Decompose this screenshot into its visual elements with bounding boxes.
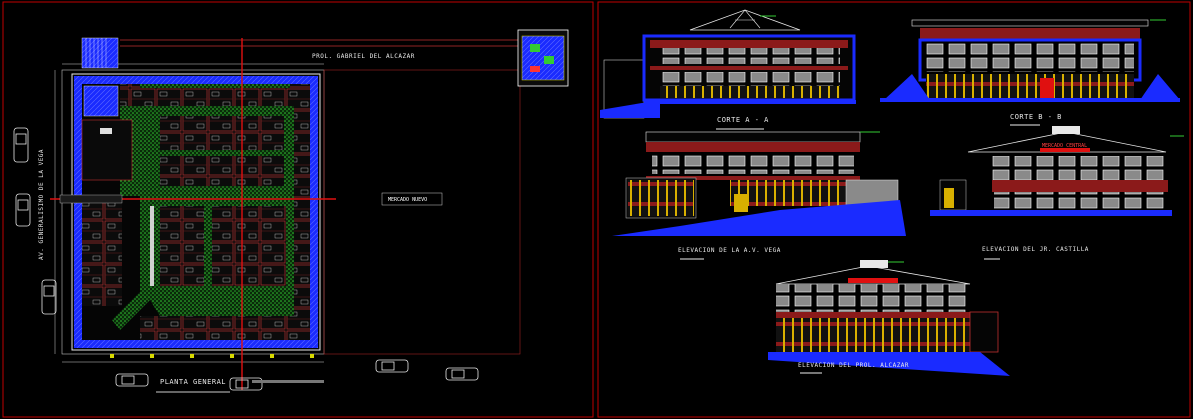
left-corner-block xyxy=(83,85,119,117)
right-sheet-frame xyxy=(597,1,1191,418)
elevation-alcazar-title: ELEVACION DEL PROL. ALCAZAR xyxy=(798,362,910,369)
stall-column-right xyxy=(294,106,310,316)
floor-plan xyxy=(13,29,569,393)
stair-block xyxy=(81,37,119,69)
vehicle-icon xyxy=(13,127,479,391)
stall-block-4 xyxy=(212,206,286,286)
section-bb-title: CORTE B - B xyxy=(1010,113,1062,121)
stall-column-left xyxy=(82,196,122,306)
street-name-top: PROL. GABRIEL DEL ALCAZAR xyxy=(312,53,415,60)
street-name-left: AV. GENERALISIMO DE LA VEGA xyxy=(38,148,45,260)
elevation-av-vega xyxy=(612,131,906,260)
elevation-jr-castilla xyxy=(930,126,1184,260)
stall-row-bottom xyxy=(140,316,310,340)
stall-block-3 xyxy=(160,206,204,286)
section-aa-title: CORTE A - A xyxy=(717,116,769,124)
stall-row-top xyxy=(120,84,310,106)
sign-board-castilla: MERCADO CENTRAL xyxy=(1042,143,1088,149)
elevation-vega-title: ELEVACION DE LA A.V. VEGA xyxy=(678,247,781,254)
section-a-a xyxy=(600,9,856,130)
stall-block-1 xyxy=(160,116,284,150)
stall-block-5 xyxy=(150,206,154,286)
market-tag-box xyxy=(381,192,443,206)
market-tag: MERCADO NUEVO xyxy=(388,197,428,203)
elevation-prol-alcazar xyxy=(768,260,1010,376)
stall-block-2 xyxy=(160,156,284,186)
lot-extension xyxy=(323,69,521,355)
plan-title: PLANTA GENERAL xyxy=(160,378,227,386)
left-sheet-frame xyxy=(2,1,594,418)
section-b-b xyxy=(880,19,1180,126)
elevation-castilla-title: ELEVACION DEL JR. CASTILLA xyxy=(982,246,1089,253)
